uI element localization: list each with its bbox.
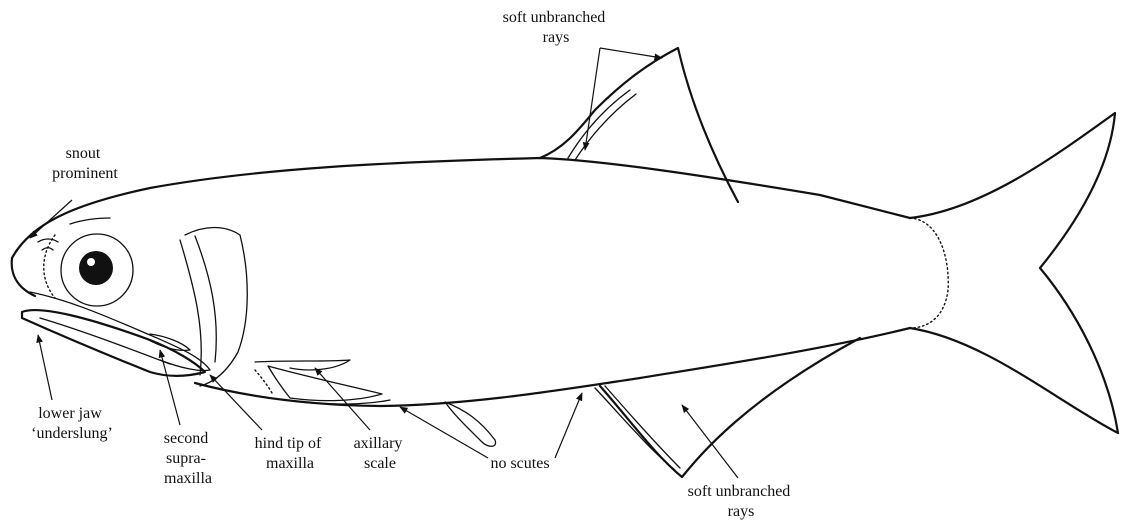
hind-tip-leader xyxy=(210,375,262,430)
snout-label: snout prominent xyxy=(52,145,118,182)
ventral-profile xyxy=(195,328,910,406)
caudal-base xyxy=(910,218,948,328)
dorsal-rays-leader-2 xyxy=(600,48,662,58)
axillary-label: axillary scale xyxy=(354,435,407,472)
caudal-fin xyxy=(910,113,1118,433)
leader-lines xyxy=(30,48,738,478)
supramaxilla-leader xyxy=(160,350,180,425)
anal-rays-label: soft unbranched rays xyxy=(688,483,795,520)
snout-dotted xyxy=(44,235,55,298)
dorsal-rays-leader-1 xyxy=(585,48,600,150)
no-scutes-label: no scutes xyxy=(490,455,549,472)
eye-highlight xyxy=(87,258,95,266)
dorsal-fin xyxy=(540,48,738,202)
dorsal-rays-label: soft unbranched rays xyxy=(503,9,610,46)
fish-body xyxy=(12,48,1118,477)
no-scutes-leader-2 xyxy=(555,393,582,458)
pectoral-dotted xyxy=(255,370,272,393)
pupil xyxy=(79,251,113,285)
dorsal-fin-rays xyxy=(568,90,636,160)
snout-outline xyxy=(12,258,35,296)
preopercle-inner xyxy=(195,236,216,362)
no-scutes-leader-1 xyxy=(400,407,488,458)
labels: snout prominent soft unbranched rays low… xyxy=(31,9,794,520)
anal-fin-rays xyxy=(595,386,680,470)
lower-jaw-label: lower jaw ‘underslung’ xyxy=(31,405,113,442)
anal-fin xyxy=(600,338,860,477)
dorsal-profile xyxy=(12,158,910,258)
lower-jaw-leader xyxy=(38,335,52,400)
pectoral-fin-body xyxy=(268,366,382,401)
second-supramaxilla-label: second supra- maxilla xyxy=(164,430,212,487)
pelvic-fin xyxy=(445,402,496,446)
snout-leader xyxy=(30,200,72,238)
hind-tip-label: hind tip of maxilla xyxy=(255,435,326,472)
